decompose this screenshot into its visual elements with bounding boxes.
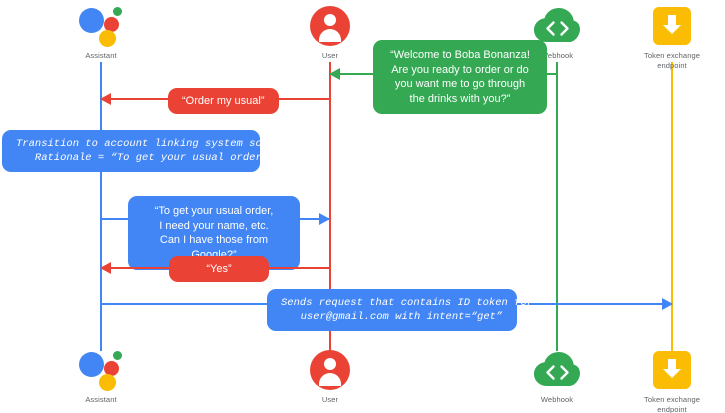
actor-user-top: User — [270, 4, 390, 61]
cloud-code-icon — [533, 7, 581, 45]
note-line: user@gmail.com with intent=“get” — [281, 311, 503, 323]
endpoint-icon-wrap — [612, 4, 725, 48]
note-line: Transition to account linking system sce… — [16, 138, 287, 150]
lifeline-webhook — [556, 62, 558, 351]
actor-label-endpoint-bottom-line1: Token exchange — [643, 395, 701, 404]
webhook-icon-wrap-bottom — [497, 348, 617, 392]
download-box-icon — [653, 351, 691, 389]
webhook-icon-wrap — [497, 4, 617, 48]
actor-webhook-bottom: Webhook — [497, 348, 617, 405]
actor-webhook-top: Webhook — [497, 4, 617, 61]
google-assistant-logo-icon — [79, 5, 123, 47]
note-line: Rationale = “To get your usual order” — [16, 152, 269, 164]
user-avatar-icon — [310, 350, 350, 390]
actor-label-endpoint-line2: endpoint — [657, 61, 687, 70]
actor-label-user-bottom: User — [321, 395, 339, 404]
actor-label-webhook: Webhook — [540, 51, 574, 60]
message-line: the drinks with you?” — [409, 92, 511, 105]
actor-label-user: User — [321, 51, 339, 60]
download-box-icon — [653, 7, 691, 45]
message-bubble-yes: “Yes” — [169, 256, 269, 282]
lifeline-token-exchange-endpoint — [671, 62, 673, 351]
user-avatar-icon — [310, 6, 350, 46]
lifeline-assistant — [100, 62, 102, 351]
actor-token-exchange-endpoint-top: Token exchange endpoint — [612, 4, 725, 71]
message-line: “Yes” — [206, 263, 232, 275]
note-sends-request-id-token: Sends request that contains ID token for… — [267, 289, 534, 331]
assistant-icon-wrap — [41, 4, 161, 48]
endpoint-icon-wrap-bottom — [612, 348, 725, 392]
message-bubble-welcome: “Welcome to Boba Bonanza! Are you ready … — [373, 40, 547, 114]
message-line: Are you ready to order or do — [391, 63, 529, 76]
message-line: “Order my usual” — [182, 95, 265, 107]
cloud-code-icon — [533, 351, 581, 389]
user-icon-wrap-bottom — [270, 348, 390, 392]
lifeline-user — [329, 62, 331, 351]
google-assistant-logo-icon — [79, 349, 123, 391]
note-line: Sends request that contains ID token for — [281, 297, 534, 309]
message-bubble-order-my-usual: “Order my usual” — [168, 88, 279, 114]
actor-token-exchange-endpoint-bottom: Token exchange endpoint — [612, 348, 725, 413]
actor-label-webhook-bottom: Webhook — [540, 395, 574, 404]
assistant-icon-wrap-bottom — [41, 348, 161, 392]
user-icon-wrap — [270, 4, 390, 48]
actor-assistant-bottom: Assistant — [41, 348, 161, 405]
message-line: “To get your usual order, — [154, 205, 274, 217]
message-line: I need your name, etc. — [159, 219, 269, 232]
actor-label-endpoint-bottom-line2: endpoint — [657, 405, 687, 413]
message-line: you want me to go through — [394, 78, 526, 90]
actor-label-assistant: Assistant — [85, 51, 117, 60]
note-transition-to-account-linking: Transition to account linking system sce… — [2, 130, 287, 172]
message-line: “Welcome to Boba Bonanza! — [390, 49, 530, 61]
actor-user-bottom: User — [270, 348, 390, 405]
actor-assistant-top: Assistant — [41, 4, 161, 61]
actor-label-endpoint-line1: Token exchange — [643, 51, 701, 60]
actor-label-assistant-bottom: Assistant — [85, 395, 117, 404]
